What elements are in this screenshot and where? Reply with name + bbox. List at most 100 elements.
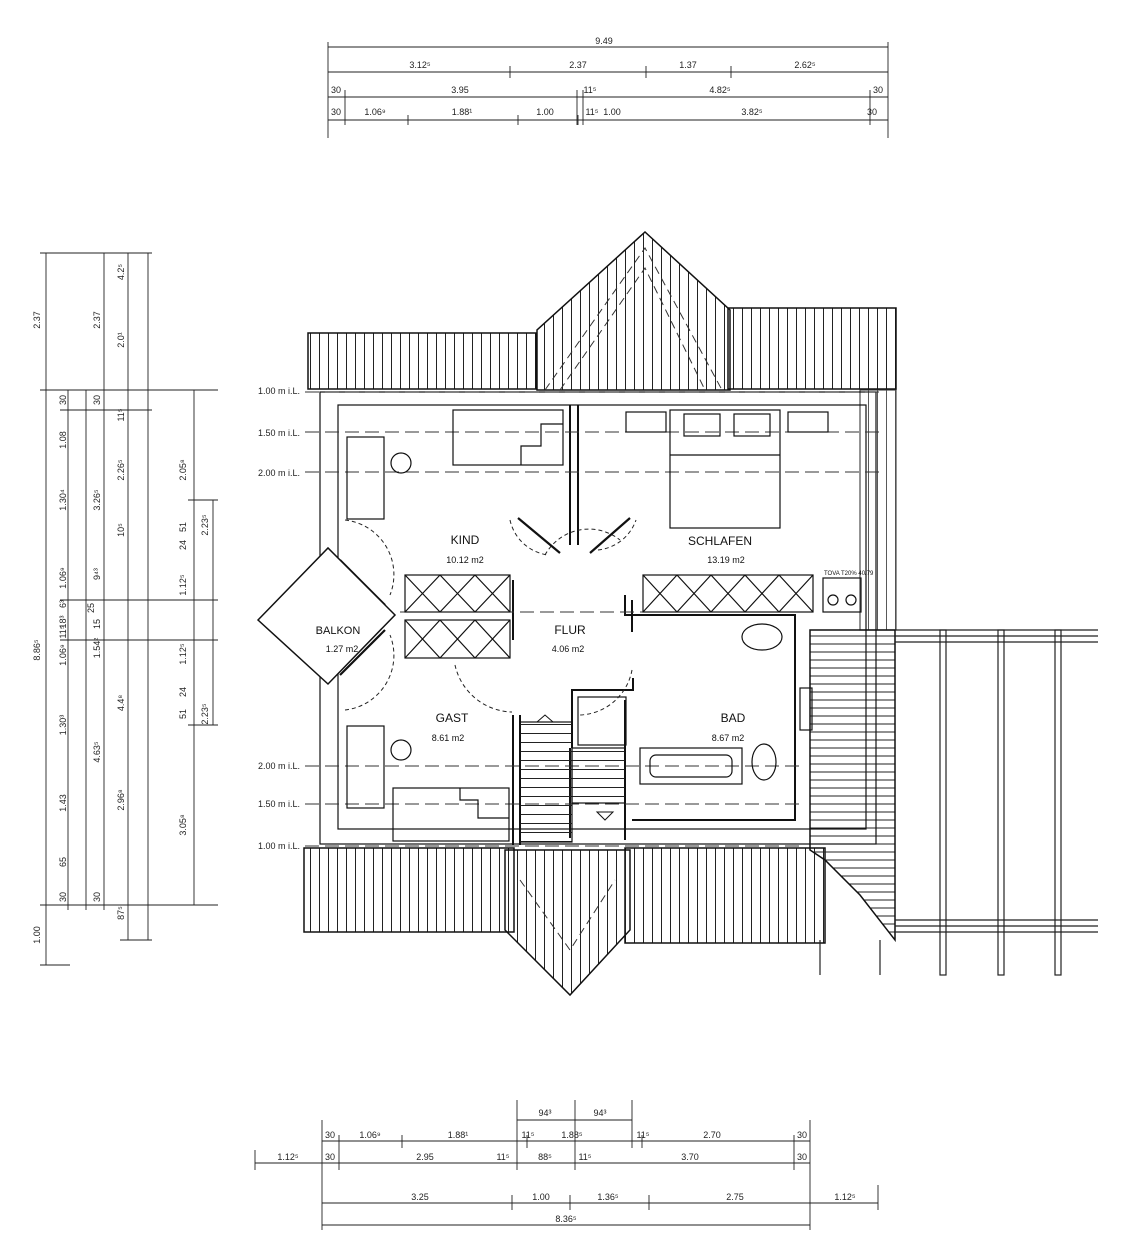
dim-left-c2-3: 1.06⁹ bbox=[58, 567, 68, 589]
dim-left-c5-7: 3.05⁸ bbox=[178, 814, 188, 836]
dim-top-r3-0: 30 bbox=[331, 107, 341, 117]
dim-left-c1-0: 2.37 bbox=[32, 311, 42, 329]
dim-bot-r3-3: 2.75 bbox=[726, 1192, 744, 1202]
dim-left-c3-1: 30 bbox=[92, 395, 102, 405]
level-label-top-1: 1.50 m i.L. bbox=[258, 428, 300, 438]
room-labels: KIND 10.12 m2 SCHLAFEN 13.19 m2 BALKON 1… bbox=[316, 533, 874, 743]
stairs bbox=[519, 714, 626, 843]
dim-left-c2-2: 1.30⁴ bbox=[58, 489, 68, 511]
dim-left-c2-8: 1.30³ bbox=[58, 715, 68, 736]
roof-bottom bbox=[303, 847, 826, 997]
room-name-schlafen: SCHLAFEN bbox=[688, 534, 752, 548]
dim-bot-r0-1: 94³ bbox=[593, 1108, 606, 1118]
room-area-gast: 8.61 m2 bbox=[432, 733, 465, 743]
bottom-dimensions: 94³ 94³ 30 1.06⁹ 1.88¹ 11⁵ 1.88⁵ 11⁵ 2.7… bbox=[277, 1108, 856, 1224]
dim-left-c6-0: 2.23⁵ bbox=[200, 514, 210, 536]
dim-left-c4-3: 2.26⁵ bbox=[116, 459, 126, 481]
dormer-roof-top bbox=[536, 230, 731, 391]
dim-left-c3-0: 2.37 bbox=[92, 311, 102, 329]
dim-top-r3-5: 1.00 bbox=[603, 107, 621, 117]
dim-bot-r1-4: 1.88⁵ bbox=[561, 1130, 583, 1140]
dim-top-r2-1: 3.95 bbox=[451, 85, 469, 95]
level-label-bottom-0: 2.00 m i.L. bbox=[258, 761, 300, 771]
dim-left-c6-1: 2.23⁵ bbox=[200, 703, 210, 725]
dim-left-c2-4: 6³ bbox=[58, 600, 68, 608]
door-leaves bbox=[339, 517, 631, 676]
dim-bot-overall: 8.36⁵ bbox=[555, 1214, 577, 1224]
dimension-lines bbox=[40, 42, 889, 1230]
dim-bot-r1-7: 30 bbox=[797, 1130, 807, 1140]
dim-left-c2-1: 1.08 bbox=[58, 431, 68, 449]
equipment-label: TOVA T20% 40/79 bbox=[824, 571, 874, 577]
dim-bot-r0-0: 94³ bbox=[538, 1108, 551, 1118]
level-labels: 1.00 m i.L. 1.50 m i.L. 2.00 m i.L. 2.00… bbox=[258, 386, 300, 851]
dim-left-c1-2: 1.00 bbox=[32, 926, 42, 944]
level-label-top-2: 2.00 m i.L. bbox=[258, 468, 300, 478]
level-label-bottom-1: 1.50 m i.L. bbox=[258, 799, 300, 809]
left-dimensions: 2.37 8.86⁵ 1.00 30 1.08 1.30⁴ 1.06⁹ 6³ 1… bbox=[32, 264, 210, 944]
dim-bot-r3-1: 1.00 bbox=[532, 1192, 550, 1202]
dim-top-r1-1: 2.37 bbox=[569, 60, 587, 70]
dim-top-r2-2: 11⁵ bbox=[583, 85, 596, 95]
dim-bot-r2-1: 30 bbox=[325, 1152, 335, 1162]
dim-left-c3-8: 30 bbox=[92, 892, 102, 902]
dim-bot-r1-3: 11⁵ bbox=[521, 1130, 534, 1140]
dim-top-r1-2: 1.37 bbox=[679, 60, 697, 70]
dim-bot-r2-7: 30 bbox=[797, 1152, 807, 1162]
room-area-bad: 8.67 m2 bbox=[712, 733, 745, 743]
furniture-gast bbox=[346, 619, 511, 842]
door-swings bbox=[344, 519, 637, 716]
pergola bbox=[819, 629, 1098, 976]
dim-top-overall: 9.49 bbox=[595, 36, 613, 46]
dim-top-r2-0: 30 bbox=[331, 85, 341, 95]
room-name-kind: KIND bbox=[451, 533, 480, 547]
dim-bot-r2-4: 88⁵ bbox=[538, 1152, 552, 1162]
dim-top-r1-0: 3.12⁵ bbox=[409, 60, 431, 70]
dim-left-c4-4: 10⁵ bbox=[116, 523, 126, 537]
dim-left-c5-0: 2.05⁸ bbox=[178, 459, 188, 481]
dim-top-r3-3: 1.00 bbox=[536, 107, 554, 117]
room-name-flur: FLUR bbox=[554, 623, 586, 637]
dim-top-r3-2: 1.88¹ bbox=[452, 107, 473, 117]
dim-left-c2-9: 1.43 bbox=[58, 794, 68, 812]
dim-bot-r3-2: 1.36⁵ bbox=[597, 1192, 619, 1202]
dim-top-r3-7: 30 bbox=[867, 107, 877, 117]
dim-top-r2-3: 4.82⁵ bbox=[709, 85, 731, 95]
room-area-schlafen: 13.19 m2 bbox=[707, 555, 745, 565]
dim-left-c3-5: 1.54² bbox=[92, 638, 102, 659]
dim-top-r3-1: 1.06⁹ bbox=[364, 107, 386, 117]
dim-bot-r2-2: 2.95 bbox=[416, 1152, 434, 1162]
dim-bot-r2-5: 11⁵ bbox=[578, 1152, 591, 1162]
dim-left-c2-7: 1.06⁹ bbox=[58, 644, 68, 666]
dim-left-c3-4: 15 bbox=[92, 619, 102, 629]
dim-left-c3-7: 2.96⁸ bbox=[116, 789, 126, 811]
room-name-bad: BAD bbox=[721, 711, 746, 725]
level-label-bottom-2: 1.00 m i.L. bbox=[258, 841, 300, 851]
dim-top-r3-4: 11⁵ bbox=[585, 107, 598, 117]
level-label-top-0: 1.00 m i.L. bbox=[258, 386, 300, 396]
dim-bot-r3-0: 3.25 bbox=[411, 1192, 429, 1202]
dim-left-c3-2: 3.26⁵ bbox=[92, 489, 102, 511]
dim-left-c5-4: 1.12⁵ bbox=[178, 643, 188, 665]
balcony-outline bbox=[256, 546, 397, 686]
dim-bot-r2-6: 3.70 bbox=[681, 1152, 699, 1162]
room-name-gast: GAST bbox=[436, 711, 469, 725]
dim-bot-r2-3: 11⁵ bbox=[496, 1152, 509, 1162]
dim-left-c4-1: 2.0¹ bbox=[116, 332, 126, 348]
dim-left-c5-1: 51 bbox=[178, 522, 188, 532]
dim-left-c5-3: 1.12⁵ bbox=[178, 574, 188, 596]
dim-bot-r1-0: 30 bbox=[325, 1130, 335, 1140]
roof-top-right bbox=[727, 307, 897, 390]
dim-left-c4-2: 11⁵ bbox=[116, 408, 126, 421]
room-area-balkon: 1.27 m2 bbox=[326, 644, 359, 654]
room-area-flur: 4.06 m2 bbox=[552, 644, 585, 654]
dim-bot-r3-4: 1.12⁵ bbox=[834, 1192, 856, 1202]
dim-left-c2-6: 11⁵ bbox=[58, 625, 68, 638]
dim-bot-r1-1: 1.06⁹ bbox=[359, 1130, 381, 1140]
roof-top-left bbox=[307, 332, 537, 390]
dim-bot-r1-5: 11⁵ bbox=[636, 1130, 649, 1140]
dim-top-r1-3: 2.62⁵ bbox=[794, 60, 816, 70]
room-name-balkon: BALKON bbox=[316, 625, 361, 637]
dim-left-c5-2: 24 bbox=[178, 540, 188, 550]
